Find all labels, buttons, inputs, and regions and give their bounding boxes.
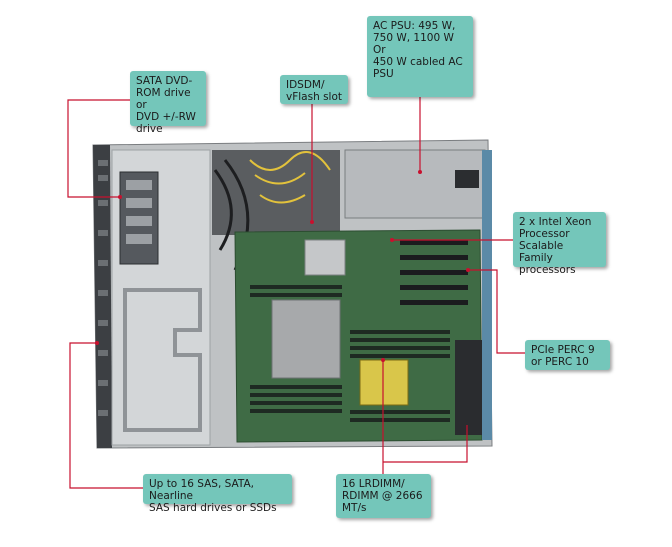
callout-cpu-text: 2 x Intel Xeon Processor Scalable Family…: [519, 216, 592, 276]
leader-perc: [468, 269, 525, 354]
callout-idsdm: IDSDM/ vFlash slot: [280, 75, 348, 104]
rear-fan: [455, 340, 483, 435]
callout-cpu: 2 x Intel Xeon Processor Scalable Family…: [513, 212, 606, 276]
callout-psu: AC PSU: 495 W, 750 W, 1100 W Or 450 W ca…: [367, 16, 473, 97]
callout-idsdm-text: IDSDM/ vFlash slot: [286, 79, 342, 103]
callout-memory-text: 16 LRDIMM/ RDIMM @ 2666 MT/s: [342, 478, 423, 514]
callout-drives: Up to 16 SAS, SATA, Nearline SAS hard dr…: [143, 474, 292, 514]
callout-memory: 16 LRDIMM/ RDIMM @ 2666 MT/s: [336, 474, 431, 518]
dimm-slots: [250, 285, 450, 422]
pcie-slots: [400, 240, 468, 305]
callout-dvd: SATA DVD- ROM drive or DVD +/-RW drive: [130, 71, 206, 135]
leader-memory-branch: [383, 425, 468, 463]
callout-psu-line1: AC PSU: 495 W, 750 W, 1100 W: [373, 20, 456, 44]
callout-drives-text: Up to 16 SAS, SATA, Nearline SAS hard dr…: [149, 478, 277, 514]
callout-psu-line3: 450 W cabled AC PSU: [373, 56, 463, 80]
rear-panel: [482, 150, 492, 440]
heatsink: [271, 299, 341, 379]
callout-dvd-text: SATA DVD- ROM drive or DVD +/-RW drive: [136, 75, 196, 135]
callout-perc-text: PCIe PERC 9 or PERC 10: [531, 344, 595, 368]
leader-drives: [69, 342, 143, 489]
cable-area: [212, 150, 340, 235]
front-vents: [98, 160, 108, 416]
cpu-socket: [359, 359, 409, 406]
chipset-heatsink: [304, 239, 346, 276]
leader-dvd: [67, 99, 130, 198]
callout-psu-line2: Or: [373, 44, 386, 56]
callout-perc: PCIe PERC 9 or PERC 10: [525, 340, 610, 370]
chassis-front-bezel: [93, 145, 112, 448]
